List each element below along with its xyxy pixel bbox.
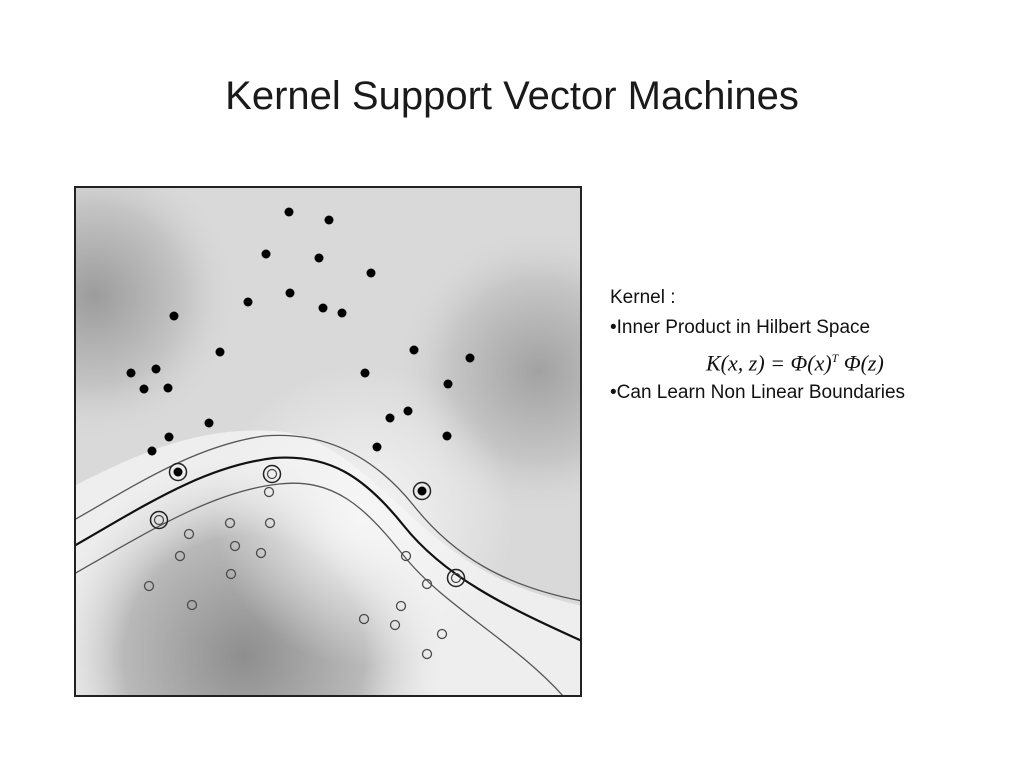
negative-point [436, 628, 448, 640]
negative-point [255, 547, 267, 559]
positive-point [443, 379, 453, 389]
positive-point [314, 253, 324, 263]
negative-point [174, 550, 186, 562]
positive-point [337, 308, 347, 318]
negative-point [358, 613, 370, 625]
positive-point [261, 249, 271, 259]
positive-point [465, 353, 475, 363]
positive-point [215, 347, 225, 357]
positive-point [164, 432, 174, 442]
positive-point [139, 384, 149, 394]
negative-point [143, 580, 155, 592]
positive-point [442, 431, 452, 441]
bullet-inner-product: •Inner Product in Hilbert Space [610, 317, 871, 338]
negative-point [400, 550, 412, 562]
negative-point [264, 517, 276, 529]
margin-line-upper [74, 434, 582, 602]
kernel-formula: K(x, z) = Φ(x)T Φ(z) [610, 343, 1010, 378]
positive-point [372, 442, 382, 452]
svm-plot-svg [74, 186, 582, 697]
positive-point [147, 446, 157, 456]
negative-point [224, 517, 236, 529]
plot-frame [74, 186, 582, 697]
negative-point [389, 619, 401, 631]
negative-point [186, 599, 198, 611]
positive-point [366, 268, 376, 278]
svm-figure [74, 186, 582, 697]
support-vector-negative [149, 510, 169, 530]
positive-point [284, 207, 294, 217]
negative-point [421, 648, 433, 660]
shade-center-light [74, 186, 582, 697]
kernel-formula-rhs: Φ(z) [838, 350, 884, 376]
negative-points [143, 486, 448, 660]
support-vector-negative [262, 464, 282, 484]
negative-point [183, 528, 195, 540]
kernel-formula-transpose: T [831, 351, 839, 365]
negative-point [263, 486, 275, 498]
positive-point [360, 368, 370, 378]
support-vector-positive [168, 462, 188, 482]
positive-point [126, 368, 136, 378]
negative-point [421, 578, 433, 590]
support-vector-positive [412, 481, 432, 501]
positive-point [324, 215, 334, 225]
negative-point [395, 600, 407, 612]
support-vector-negative [446, 568, 466, 588]
positive-point [318, 303, 328, 313]
positive-point [243, 297, 253, 307]
positive-point [204, 418, 214, 428]
positive-point [403, 406, 413, 416]
support-vectors [149, 462, 466, 588]
positive-point [285, 288, 295, 298]
kernel-formula-lhs: K(x, z) = Φ(x) [706, 350, 832, 376]
negative-point [229, 540, 241, 552]
margin-line-lower [74, 482, 565, 697]
negative-point [225, 568, 237, 580]
positive-point [163, 383, 173, 393]
positive-points [126, 207, 475, 456]
positive-point [409, 345, 419, 355]
notes-panel: Kernel : •Inner Product in Hilbert Space… [610, 283, 1010, 408]
slide-title: Kernel Support Vector Machines [225, 74, 799, 118]
positive-point [151, 364, 161, 374]
positive-point [385, 413, 395, 423]
notes-heading: Kernel : [610, 287, 676, 308]
decision-boundary [74, 456, 582, 643]
positive-point [169, 311, 179, 321]
bullet-nonlinear-boundaries: •Can Learn Non Linear Boundaries [610, 382, 906, 404]
